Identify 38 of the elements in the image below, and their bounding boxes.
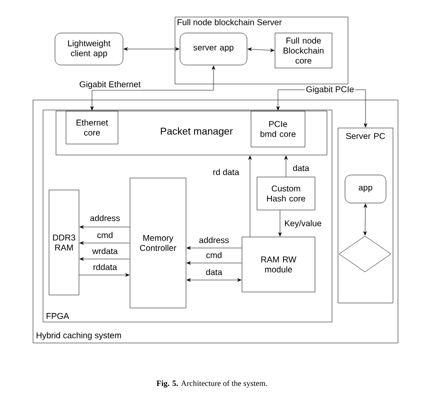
arrow	[80, 241, 130, 245]
arrow	[186, 278, 242, 282]
arrow	[284, 156, 288, 177]
core-box: PCIe bmd core	[250, 110, 306, 148]
arrow	[79, 273, 130, 277]
edge-label: cmd	[204, 250, 224, 260]
ram-box: DDR3 RAM	[48, 190, 80, 296]
arrow	[248, 156, 252, 237]
edge-label: rddata	[92, 262, 118, 272]
arrow	[248, 48, 274, 52]
edge-label: address	[198, 236, 230, 244]
arrow	[186, 261, 242, 265]
arrow	[186, 246, 242, 250]
arrow	[80, 257, 130, 261]
arrow	[363, 204, 368, 236]
client-app-box: Lightweight client app	[54, 32, 124, 66]
arrow	[90, 66, 216, 110]
core-box: Ethernet core	[66, 110, 118, 144]
server-app-box: server app	[180, 32, 248, 66]
edge-label: Gigabit PCIe	[304, 85, 356, 95]
module-box: RAM RW module	[242, 236, 316, 292]
diamond	[338, 236, 392, 272]
edge-label: data	[204, 268, 224, 276]
edge-label: rd data	[212, 168, 240, 176]
controller-box: Memory Controller	[130, 178, 186, 308]
edge-label: cmd	[96, 230, 114, 240]
arrow	[278, 210, 282, 236]
caption: Fig. 5. Architecture of the system.	[156, 380, 268, 388]
app-box: app	[344, 174, 386, 204]
edge-label: wrdata	[91, 246, 119, 256]
edge-label: Key/value	[283, 219, 323, 229]
hash-core-box: Custom Hash core	[256, 176, 316, 210]
arrow	[124, 47, 180, 51]
edge-label: address	[88, 214, 122, 222]
edge-label: Gigabit Ethernet	[78, 80, 142, 90]
edge-label: data	[292, 164, 310, 172]
arrow	[80, 225, 130, 229]
core-box: Full node Blockchain core	[274, 32, 332, 68]
